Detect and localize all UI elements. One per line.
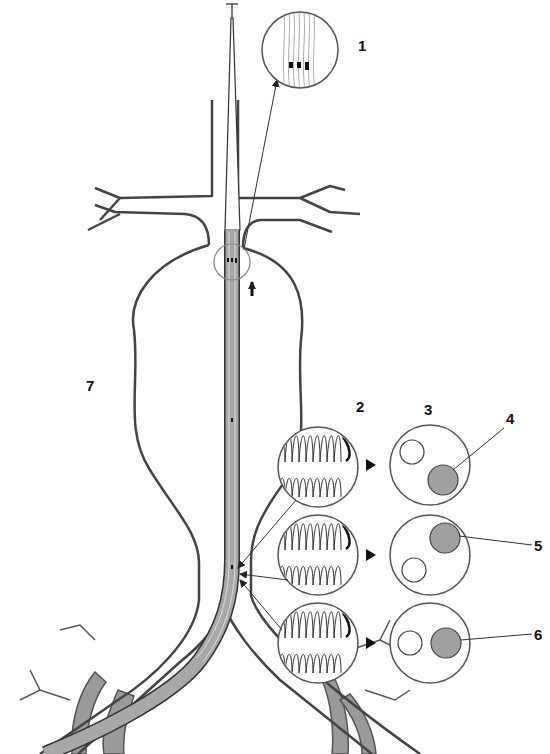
callout-number: 1 <box>358 38 366 53</box>
callout-number: 3 <box>424 402 432 417</box>
coil <box>278 654 341 673</box>
coil-end <box>343 613 350 637</box>
coil <box>278 478 341 497</box>
wire <box>288 10 290 92</box>
wire <box>293 10 295 92</box>
coil <box>278 524 341 550</box>
callout-number: 2 <box>356 399 364 414</box>
marker <box>305 62 309 70</box>
marker <box>289 62 293 68</box>
coil-detail <box>278 612 350 673</box>
callout-number: 4 <box>506 411 514 426</box>
direction-arrow <box>251 282 254 296</box>
detail-circle <box>214 10 338 280</box>
wire <box>303 10 305 92</box>
wire <box>313 10 315 92</box>
transition-arrow <box>366 459 376 649</box>
marker <box>297 62 301 68</box>
delivery-catheter <box>45 4 240 754</box>
callout-number: 6 <box>534 627 542 642</box>
coil-end <box>343 437 350 461</box>
coil <box>278 436 341 462</box>
wire <box>283 10 285 92</box>
leader-line <box>453 428 532 640</box>
wire-detail <box>283 10 315 92</box>
callout-number: 7 <box>86 378 94 393</box>
coil-end <box>343 525 350 549</box>
coil-detail <box>278 436 350 497</box>
wire <box>308 10 310 92</box>
wire <box>298 10 300 92</box>
cross-section <box>390 425 470 683</box>
coil <box>278 566 341 585</box>
detail-circle <box>238 427 358 683</box>
coil <box>278 612 341 638</box>
callout-number: 5 <box>534 538 542 553</box>
coil-detail <box>278 524 350 585</box>
